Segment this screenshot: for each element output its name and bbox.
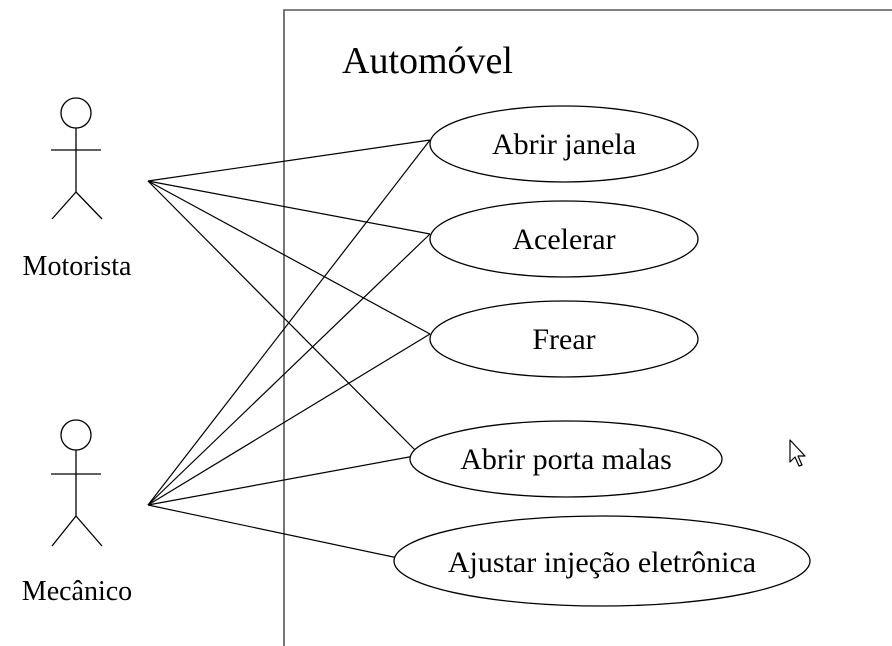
association-line-motorista-frear xyxy=(147,180,431,335)
mouse-cursor-icon xyxy=(789,439,806,467)
actor-label-motorista: Motorista xyxy=(23,251,132,282)
association-line-mecanico-acelerar xyxy=(147,233,431,506)
actor-label-mecanico: Mecânico xyxy=(22,576,132,607)
use-case-label: Ajustar injeção eletrônica xyxy=(448,546,756,579)
use-case-abrir-janela: Abrir janela xyxy=(429,105,699,183)
system-boundary xyxy=(283,9,892,646)
use-case-abrir-porta-malas: Abrir porta malas xyxy=(409,420,723,498)
association-line-mecanico-frear xyxy=(147,333,431,506)
association-line-motorista-abrir-janela xyxy=(147,139,431,182)
use-case-label: Abrir janela xyxy=(492,128,636,161)
use-case-label: Acelerar xyxy=(512,223,615,256)
actor-motorista: Motorista xyxy=(23,97,132,282)
association-line-motorista-abrir-porta-malas xyxy=(147,180,421,456)
stick-figure-icon xyxy=(51,97,103,220)
use-case-ajustar-injecao: Ajustar injeção eletrônica xyxy=(393,515,811,607)
actor-mecanico: Mecânico xyxy=(22,419,132,607)
use-case-frear: Frear xyxy=(429,300,699,378)
use-case-label: Abrir porta malas xyxy=(460,443,672,476)
system-title: Automóvel xyxy=(342,40,513,82)
stick-figure-icon xyxy=(51,419,103,547)
use-case-label: Frear xyxy=(532,323,595,356)
association-line-mecanico-abrir-janela xyxy=(147,139,431,506)
association-line-mecanico-abrir-porta-malas xyxy=(147,454,421,506)
associations-group xyxy=(147,139,431,559)
association-line-motorista-acelerar xyxy=(147,180,431,235)
association-line-mecanico-ajustar-injecao xyxy=(147,504,399,559)
use-case-acelerar: Acelerar xyxy=(429,200,699,278)
